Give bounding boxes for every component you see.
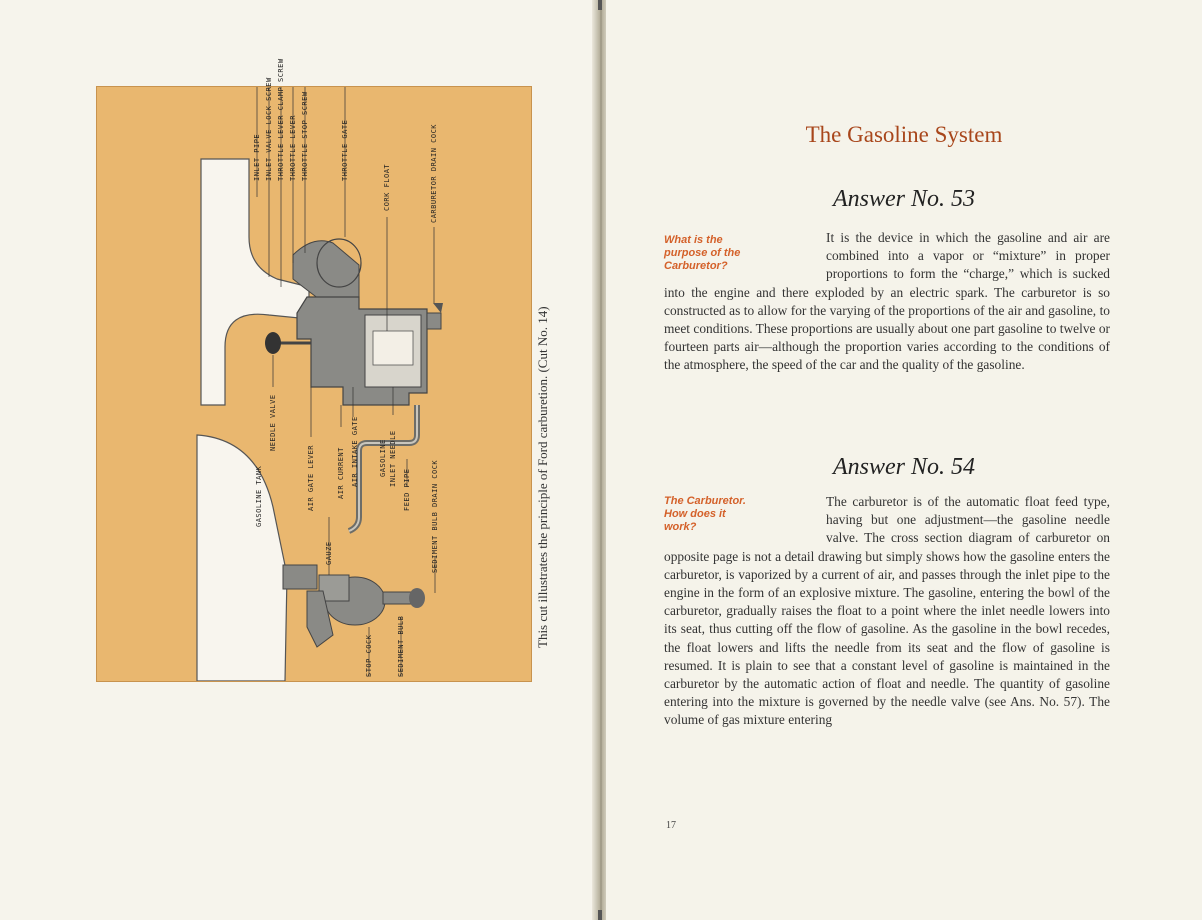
answer-54-indent	[664, 493, 826, 547]
page-number: 17	[666, 820, 676, 831]
label-feed-pipe: FEED PIPE	[403, 468, 411, 511]
label-gasoline-tank: GASOLINE TANK	[255, 465, 263, 527]
stop-cock-shape	[306, 590, 334, 648]
label-air-intake-gate: AIR INTAKE GATE	[351, 416, 359, 487]
label-throttle-stop-screw: THROTTLE STOP SCREW	[301, 91, 309, 181]
right-page: The Gasoline System Answer No. 53 What i…	[606, 0, 1202, 920]
answer-54-question-line: The Carburetor.	[664, 495, 746, 507]
answer-54-question-line: How does it	[664, 508, 726, 520]
answer-53-question: What is the purpose of the Carburetor?	[664, 234, 774, 273]
cork-float-shape	[372, 330, 414, 366]
answer-53-question-line: What is the	[664, 234, 723, 246]
answer-53-title: Answer No. 53	[832, 186, 975, 212]
section-heading: The Gasoline System	[805, 122, 1003, 147]
carburetor-drain-cock-shape	[426, 312, 442, 330]
answer-54-title: Answer No. 54	[832, 454, 975, 480]
label-throttle-gate: THROTTLE GATE	[341, 119, 349, 181]
elbow-flange	[316, 238, 362, 288]
gutter-mark-bottom	[598, 910, 602, 920]
answer-53-paragraph: It is the device in which the gasoline a…	[664, 230, 1110, 373]
answer-53-text: It is the device in which the gasoline a…	[664, 229, 1110, 375]
carburetor-illustration	[196, 87, 443, 681]
label-cork-float: CORK FLOAT	[383, 163, 391, 211]
label-inlet-needle: INLET NEEDLE	[389, 430, 397, 487]
inlet-pipe-shape	[200, 158, 310, 406]
gasoline-tank-shape	[196, 434, 288, 681]
label-stop-cock: STOP COCK	[365, 634, 373, 677]
figure-caption: This cut illustrates the principle of Fo…	[535, 306, 550, 648]
label-throttle-lever-clamp-screw: THROTTLE LEVER CLAMP SCREW	[277, 58, 285, 181]
answer-53-indent	[664, 229, 826, 283]
answer-54-text: The carburetor is of the automatic float…	[664, 493, 1110, 730]
label-carburetor-drain-cock: CARBURETOR DRAIN COCK	[430, 123, 438, 223]
needle-valve-knob	[265, 332, 281, 354]
label-sediment-bulb: SEDIMENT BULB	[397, 615, 405, 677]
tank-fitting	[282, 564, 318, 590]
label-air-gate-lever: AIR GATE LEVER	[307, 444, 315, 511]
label-gauze: GAUZE	[325, 541, 333, 565]
label-inlet-pipe: INLET PIPE	[253, 133, 261, 181]
carburetor-diagram: INLET PIPE INLET VALVE LOCK SCREW THROTT…	[96, 58, 532, 682]
book-gutter	[592, 0, 610, 920]
label-inlet-valve-lock-screw: INLET VALVE LOCK SCREW	[265, 77, 273, 181]
gutter-mark-top	[598, 0, 602, 10]
answer-54-question: The Carburetor. How does it work?	[664, 495, 774, 534]
label-needle-valve: NEEDLE VALVE	[269, 394, 277, 451]
answer-53-question-line: Carburetor?	[664, 260, 728, 272]
answer-54-paragraph: The carburetor is of the automatic float…	[664, 494, 1110, 728]
sediment-drain-shape	[382, 591, 412, 605]
answer-54-question-line: work?	[664, 521, 697, 533]
answer-53-question-line: purpose of the	[664, 247, 741, 259]
label-air-current: AIR CURRENT	[337, 447, 345, 499]
label-gasoline: GASOLINE	[379, 439, 387, 477]
label-throttle-lever: THROTTLE LEVER	[289, 114, 297, 181]
label-sediment-bulb-drain-cock: SEDIMENT BULB DRAIN COCK	[431, 459, 439, 573]
